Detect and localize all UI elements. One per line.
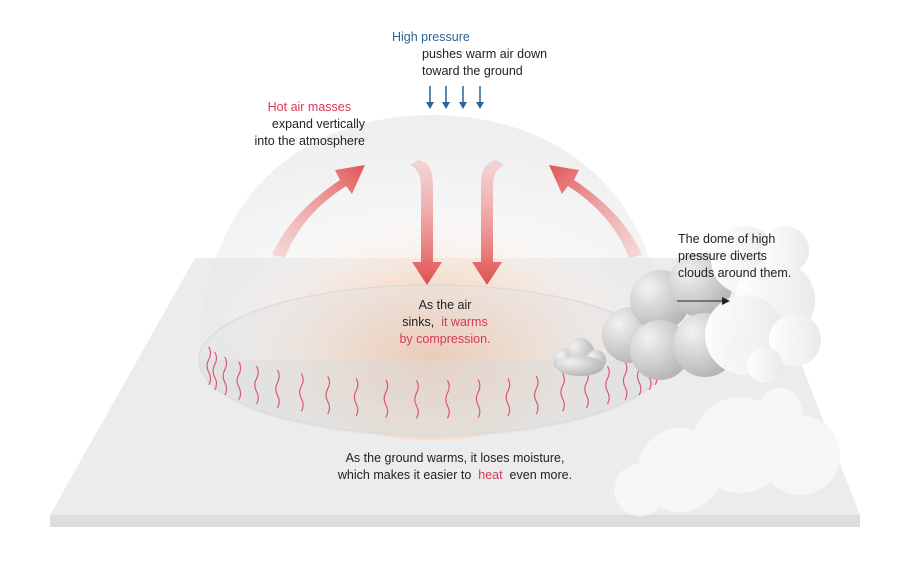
heat-wave-icon <box>383 379 389 418</box>
down-arrow-icon <box>459 86 467 109</box>
heat-wave-icon <box>206 346 212 386</box>
dome-line3: clouds around them. <box>678 266 792 280</box>
heat-wave-icon <box>533 375 539 415</box>
hot-air-label: Hot air masses expand vertically into th… <box>215 99 366 150</box>
sinking-air-label: As the air sinks, it warms by compressio… <box>370 297 520 348</box>
down-arrow-icon <box>476 86 484 109</box>
heat-wave-icon <box>475 379 481 418</box>
high-pressure-line2: toward the ground <box>422 64 523 78</box>
heat-wave-icon <box>353 377 359 417</box>
sinks-line1: As the air <box>418 298 472 312</box>
high-pressure-label: High pressure pushes warm air down towar… <box>392 29 562 80</box>
hot-air-line2: into the atmosphere <box>254 134 366 148</box>
heat-wave-icon <box>212 351 218 391</box>
high-pressure-title: High pressure <box>392 30 470 44</box>
heat-wave-icon <box>254 365 259 405</box>
down-arrow-icon <box>410 160 442 285</box>
heat-wave-icon <box>605 365 610 405</box>
ground-label: As the ground warms, it loses moisture, … <box>305 450 605 484</box>
sinks-line2b: it warms <box>441 315 488 329</box>
dome-line1: The dome of high <box>678 232 776 246</box>
heat-wave-icon <box>414 380 419 419</box>
sinks-line2: sinks, it warms <box>370 314 520 331</box>
down-arrow-icon <box>426 86 434 109</box>
heat-wave-icon <box>325 375 331 415</box>
hot-air-line1: expand vertically <box>271 117 365 131</box>
heat-wave-icon <box>299 373 304 412</box>
sinks-line2a: sinks, <box>402 315 435 329</box>
ground-line2b: heat <box>478 468 503 482</box>
ground-line2c: even more. <box>509 468 573 482</box>
ground-line2: which makes it easier to heat even more. <box>305 467 605 484</box>
heat-wave-icon <box>222 356 228 396</box>
down-arrow-icon <box>472 160 504 285</box>
dome-label: The dome of high pressure diverts clouds… <box>678 231 828 282</box>
right-arrow-icon <box>677 297 730 305</box>
hot-air-title: Hot air masses <box>267 100 351 114</box>
heat-wave-icon <box>445 380 450 419</box>
dome-front-edge <box>199 360 665 437</box>
heat-wave-icon <box>505 377 511 417</box>
dome-line2: pressure diverts <box>678 249 767 263</box>
ground-line1: As the ground warms, it loses moisture, <box>345 451 565 465</box>
heat-wave-icon <box>275 369 280 409</box>
high-pressure-arrows <box>426 86 484 109</box>
heat-wave-icon <box>560 373 565 412</box>
cloud-icon <box>553 338 606 376</box>
ground-cloud-shadow <box>614 388 840 516</box>
ground-line2a: which makes it easier to <box>337 468 472 482</box>
cloud-icon <box>602 226 821 383</box>
ground-plane-edge <box>50 515 860 527</box>
sinks-line3: by compression. <box>399 332 491 346</box>
high-pressure-line1: pushes warm air down <box>422 47 548 61</box>
sinking-air-arrows <box>410 160 504 285</box>
down-arrow-icon <box>442 86 450 109</box>
heat-wave-icon <box>622 361 628 401</box>
curved-arrow-icon <box>272 165 365 258</box>
heat-wave-icon <box>584 369 589 409</box>
heat-wave-icon <box>236 361 242 401</box>
curved-arrow-icon <box>549 165 642 258</box>
